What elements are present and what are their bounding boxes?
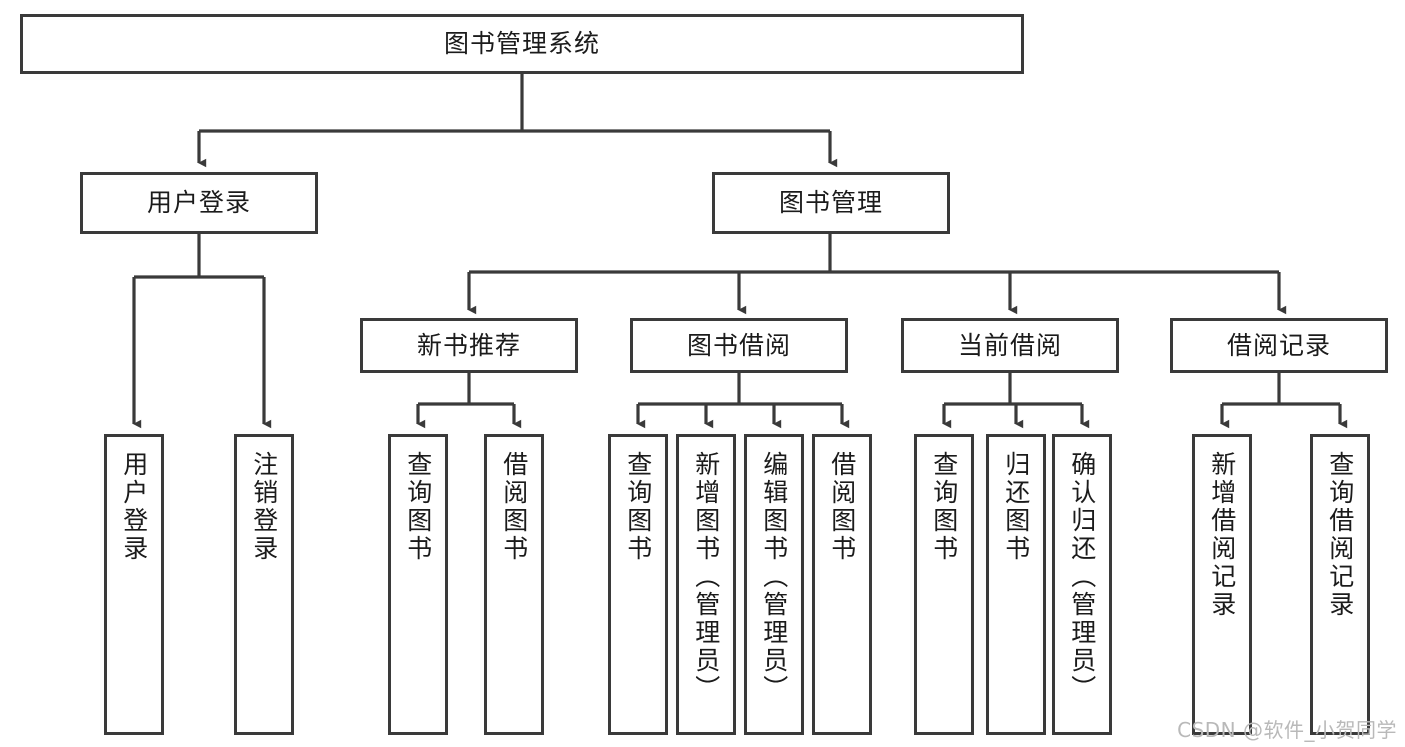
node-book-management[interactable]: 图书管理 xyxy=(712,172,950,234)
leaf-label: 注销登录 xyxy=(249,451,279,563)
leaf-borrow-record-query[interactable]: 查询借阅记录 xyxy=(1310,434,1370,735)
node-borrow-record-label: 借阅记录 xyxy=(1226,330,1331,360)
node-book-borrow[interactable]: 图书借阅 xyxy=(630,318,848,373)
leaf-book-borrow-borrow[interactable]: 借阅图书 xyxy=(812,434,872,735)
leaf-book-borrow-add[interactable]: 新增图书（管理员） xyxy=(676,434,736,735)
leaf-book-borrow-query[interactable]: 查询图书 xyxy=(608,434,668,735)
leaf-new-book-query[interactable]: 查询图书 xyxy=(388,434,448,735)
leaf-label: 编辑图书（管理员） xyxy=(759,451,789,703)
node-root-label: 图书管理系统 xyxy=(443,29,600,59)
leaf-label: 新增借阅记录 xyxy=(1207,451,1237,619)
leaf-borrow-record-add[interactable]: 新增借阅记录 xyxy=(1192,434,1252,735)
leaf-current-borrow-confirm-return[interactable]: 确认归还（管理员） xyxy=(1052,434,1112,735)
node-user-login-label: 用户登录 xyxy=(146,188,251,218)
node-root[interactable]: 图书管理系统 xyxy=(20,14,1024,74)
leaf-label: 归还图书 xyxy=(1001,451,1031,563)
leaf-current-borrow-query[interactable]: 查询图书 xyxy=(914,434,974,735)
node-borrow-record[interactable]: 借阅记录 xyxy=(1170,318,1388,373)
leaf-label: 确认归还（管理员） xyxy=(1067,451,1097,703)
node-book-management-label: 图书管理 xyxy=(778,188,883,218)
leaf-new-book-borrow[interactable]: 借阅图书 xyxy=(484,434,544,735)
leaf-label: 查询借阅记录 xyxy=(1325,451,1355,619)
node-book-borrow-label: 图书借阅 xyxy=(686,330,791,360)
leaf-label: 查询图书 xyxy=(929,451,959,563)
watermark: CSDN @软件_小贺同学 xyxy=(1177,718,1397,742)
leaf-book-borrow-edit[interactable]: 编辑图书（管理员） xyxy=(744,434,804,735)
leaf-label: 查询图书 xyxy=(623,451,653,563)
node-current-borrow-label: 当前借阅 xyxy=(957,330,1062,360)
node-current-borrow[interactable]: 当前借阅 xyxy=(901,318,1119,373)
leaf-current-borrow-return[interactable]: 归还图书 xyxy=(986,434,1046,735)
leaf-label: 借阅图书 xyxy=(827,451,857,563)
leaf-label: 借阅图书 xyxy=(499,451,529,563)
leaf-label: 查询图书 xyxy=(403,451,433,563)
leaf-user-login-logout[interactable]: 注销登录 xyxy=(234,434,294,735)
node-user-login[interactable]: 用户登录 xyxy=(80,172,318,234)
node-new-book-recommend-label: 新书推荐 xyxy=(416,330,521,360)
leaf-user-login-login[interactable]: 用户登录 xyxy=(104,434,164,735)
leaf-label: 用户登录 xyxy=(119,451,149,563)
node-new-book-recommend[interactable]: 新书推荐 xyxy=(360,318,578,373)
leaf-label: 新增图书（管理员） xyxy=(691,451,721,703)
